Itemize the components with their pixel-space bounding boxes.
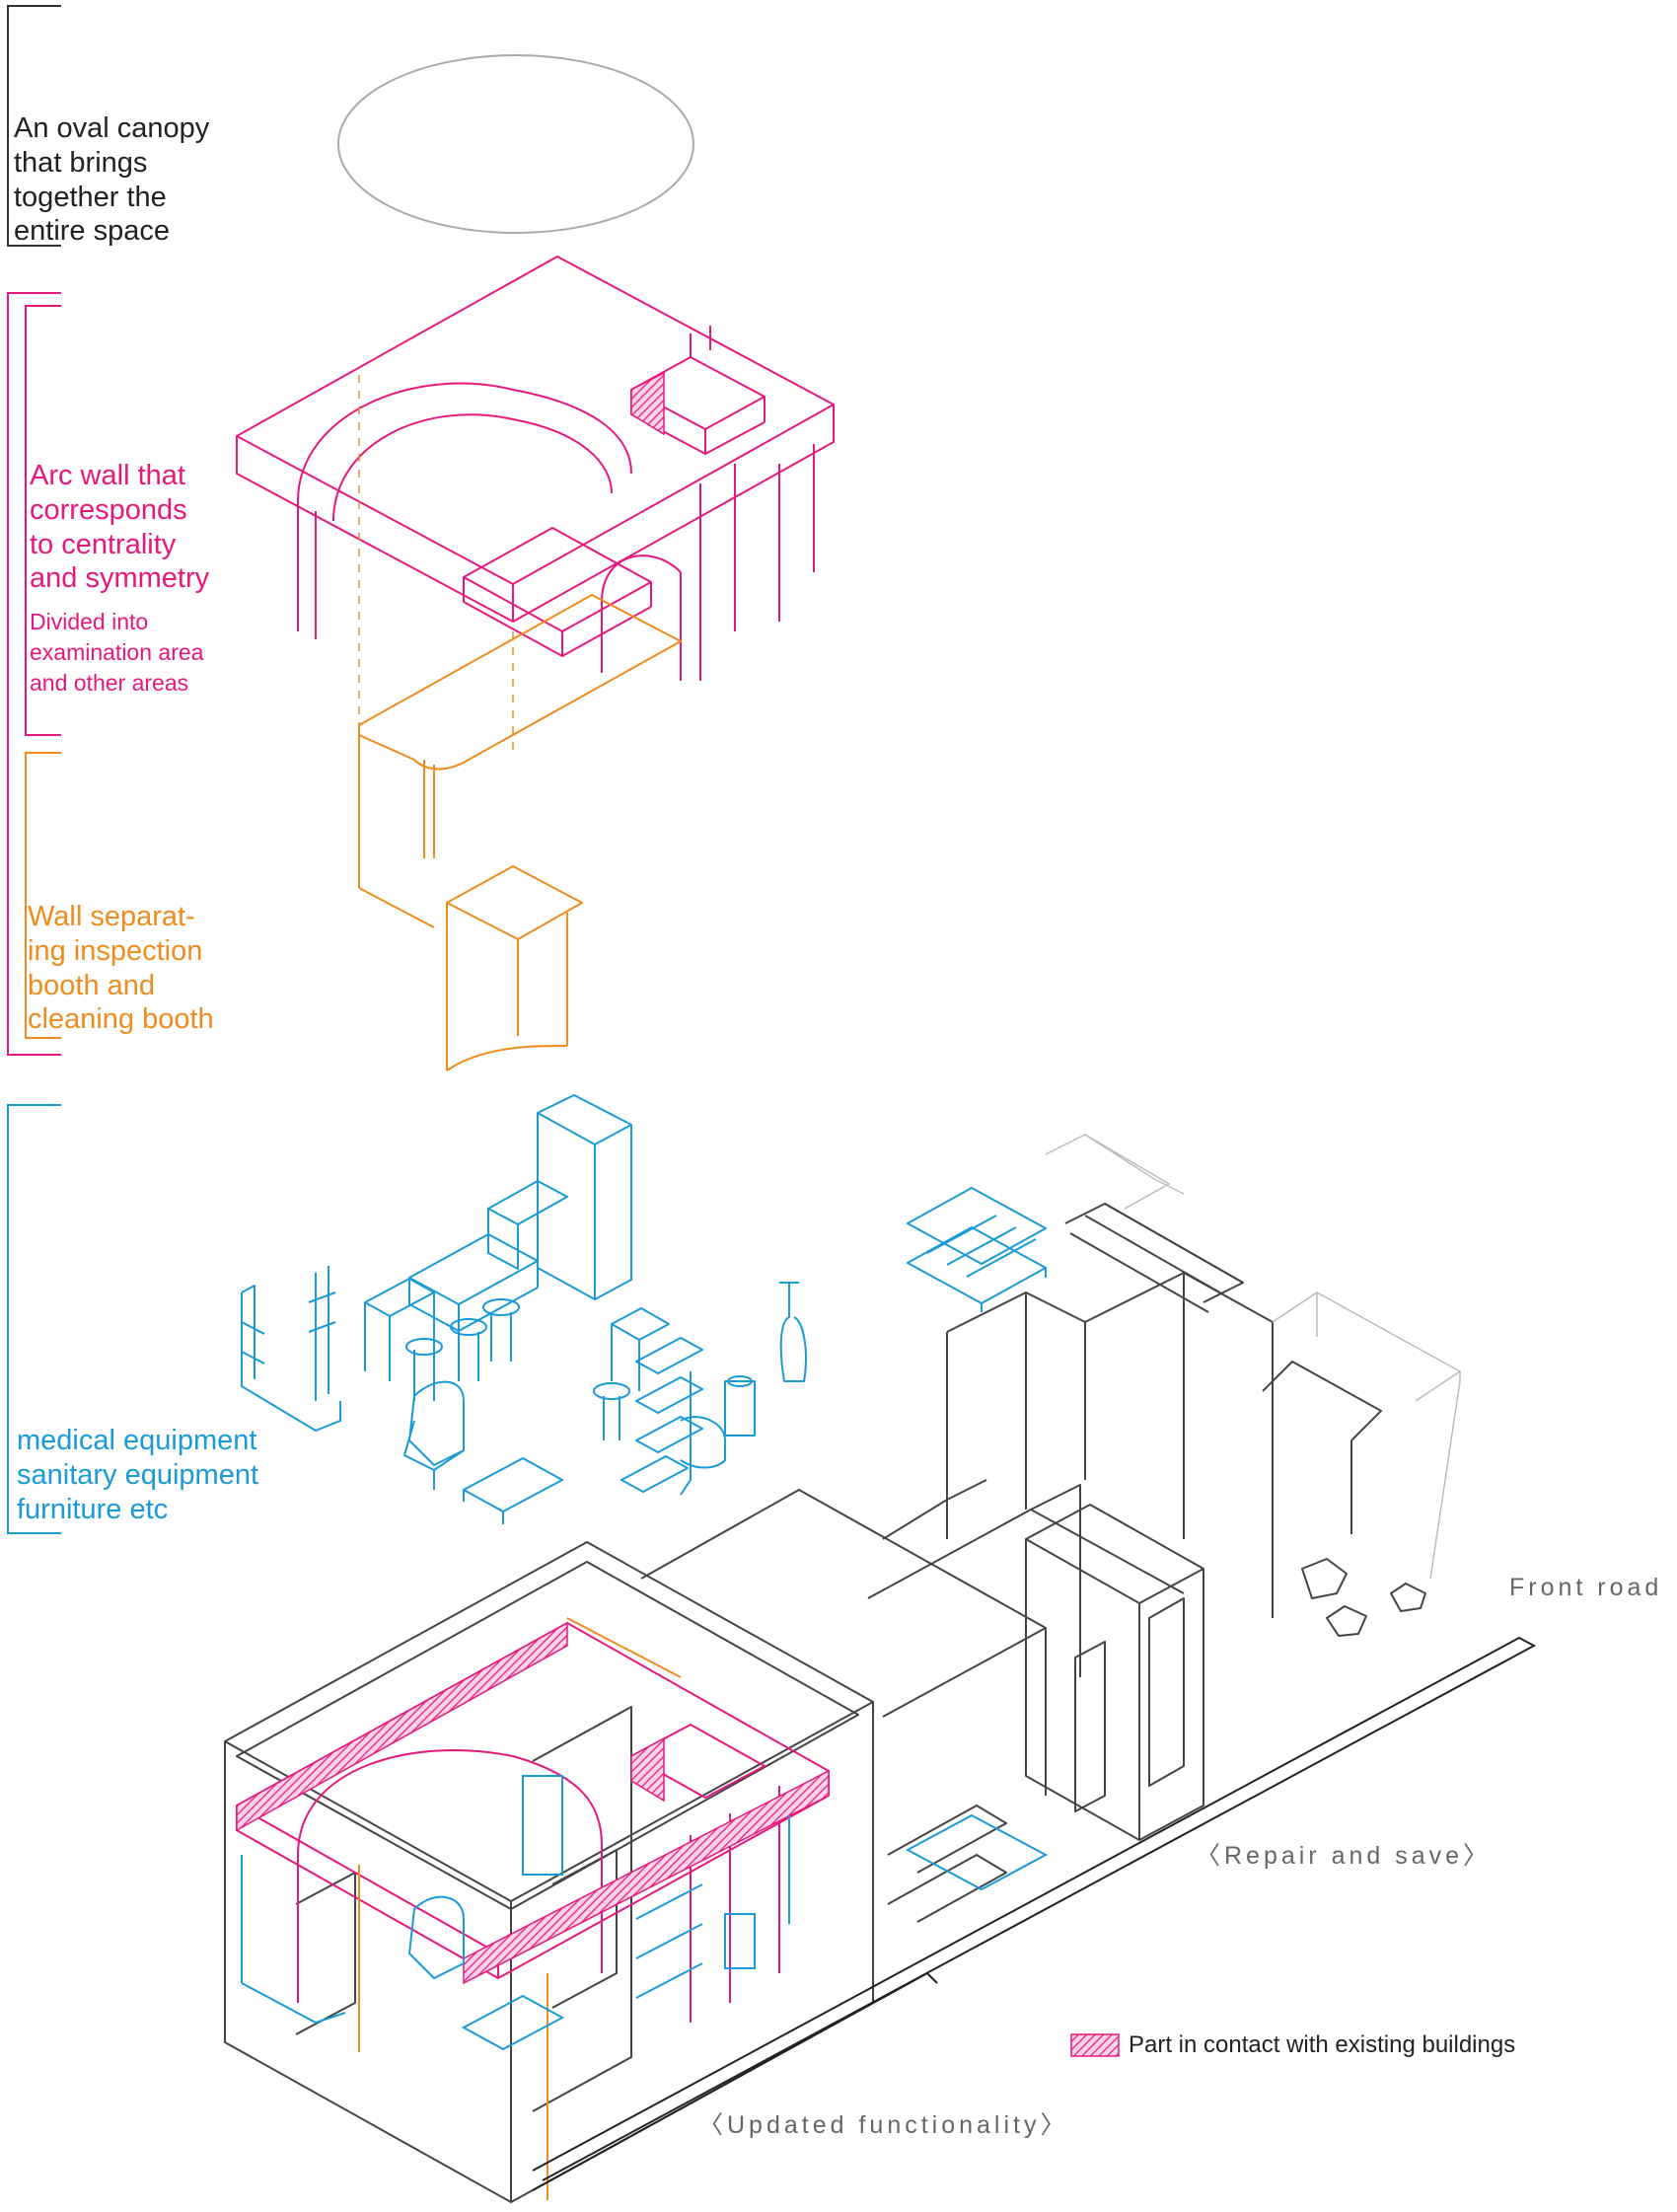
arc-wall-label: Arc wall that corresponds to centrality … bbox=[30, 460, 210, 595]
bracket-equipment bbox=[7, 1104, 61, 1534]
hatch-installed-left bbox=[236, 1621, 568, 1832]
projection-guides bbox=[358, 375, 514, 750]
context-lines bbox=[1045, 1134, 1462, 1580]
equipment-installed bbox=[241, 1775, 1049, 2051]
front-road-label: Front road bbox=[1509, 1574, 1663, 1601]
updated-label: 〈Updated functionality〉 bbox=[698, 2111, 1069, 2139]
legend-hatch-swatch bbox=[1070, 2033, 1120, 2057]
dimension-lines bbox=[532, 1636, 1537, 2191]
bracket-separating-wall bbox=[25, 752, 61, 1039]
separating-wall-exploded bbox=[358, 594, 682, 1071]
bracket-canopy bbox=[7, 5, 61, 247]
arc-wall-sublabel: Divided into examination area and other … bbox=[30, 609, 204, 697]
medical-equipment-cluster bbox=[241, 1094, 1047, 1524]
separating-wall-installed bbox=[358, 1617, 682, 2200]
hatch-arc-wall-top bbox=[630, 371, 665, 436]
bracket-arc-wall-inner bbox=[25, 305, 61, 736]
separating-wall-label: Wall separat- ing inspection booth and c… bbox=[28, 901, 214, 1036]
canopy-label: An oval canopy that brings together the … bbox=[14, 112, 210, 248]
arc-wall-exploded bbox=[236, 256, 835, 681]
hatch-installed-box bbox=[630, 1736, 665, 1803]
bracket-arc-wall-outer bbox=[7, 292, 61, 1056]
legend-text: Part in contact with existing buildings bbox=[1129, 2031, 1516, 2058]
equipment-label: medical equipment sanitary equipment fur… bbox=[17, 1425, 259, 1525]
hatch-installed-front bbox=[463, 1769, 830, 1985]
repair-label: 〈Repair and save〉 bbox=[1196, 1842, 1493, 1870]
oval-canopy bbox=[337, 54, 694, 234]
